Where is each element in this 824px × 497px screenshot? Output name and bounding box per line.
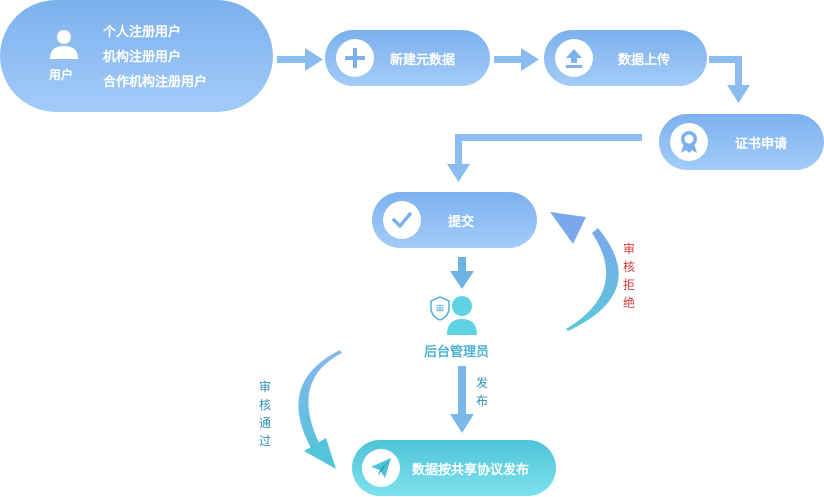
- arrow-certificate-to-submit: [447, 134, 642, 182]
- user-label: 用户: [49, 68, 74, 82]
- arrow-upload-to-certificate: [709, 56, 750, 103]
- admin-label: 后台管理员: [424, 345, 490, 360]
- user-type-list: 个人注册用户 机构注册用户 合作机构注册用户: [103, 20, 207, 95]
- shield-icon: [430, 296, 450, 321]
- certificate-label: 证书申请: [735, 137, 788, 152]
- certificate-node: 证书申请: [659, 114, 824, 170]
- paper-plane-icon: [362, 449, 400, 487]
- publish-edge-label: 发布: [475, 376, 488, 408]
- data-upload-node: 数据上传: [544, 30, 707, 86]
- upload-icon: [555, 39, 593, 77]
- user-type-item: 机构注册用户: [103, 50, 182, 65]
- admin-icon: 审: [430, 296, 477, 335]
- data-upload-label: 数据上传: [618, 53, 671, 68]
- publish-node: 数据按共享协议发布: [352, 440, 556, 496]
- user-icon: [50, 30, 78, 59]
- create-metadata-label: 新建元数据: [390, 53, 456, 68]
- user-node: 用户 个人注册用户 机构注册用户 合作机构注册用户: [0, 0, 273, 112]
- user-type-item: 合作机构注册用户: [103, 75, 208, 90]
- review-rejected-label: 审核拒绝: [622, 242, 635, 310]
- certificate-badge-icon: [670, 123, 708, 161]
- review-approved-label: 审核通过: [258, 380, 271, 448]
- submit-label: 提交: [448, 215, 475, 230]
- plus-icon: [336, 39, 374, 77]
- user-type-item: 个人注册用户: [103, 25, 182, 40]
- arrow-admin-to-publish: [450, 366, 474, 433]
- review-badge-text: 审: [435, 303, 444, 315]
- submit-node: 提交: [372, 192, 537, 248]
- create-metadata-node: 新建元数据: [325, 30, 490, 86]
- checkmark-icon: [383, 201, 421, 239]
- arrow-reject-to-submit: [550, 212, 619, 331]
- publish-label: 数据按共享协议发布: [412, 463, 530, 478]
- arrow-create-to-upload: [494, 48, 539, 71]
- arrow-user-to-create: [277, 48, 323, 71]
- arrow-submit-to-admin: [450, 257, 474, 289]
- arrow-approve-to-publish: [298, 350, 342, 469]
